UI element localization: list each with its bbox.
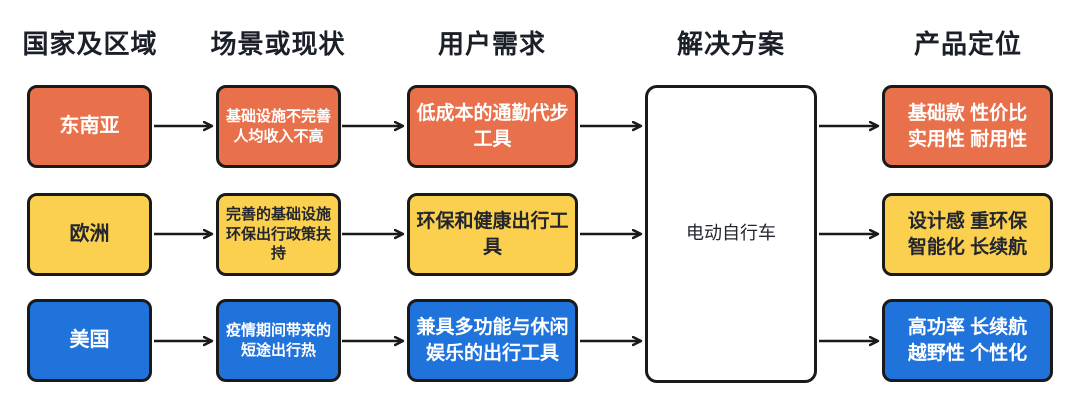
region-node-europe: 欧洲 [27,193,152,276]
need-node-usa: 兼具多功能与休闲 娱乐的出行工具 [407,299,578,382]
need-node-southeast-asia: 低成本的通勤代步 工具 [407,85,578,168]
column-header-region: 国家及区域 [22,29,158,59]
positioning-node-europe: 设计感 重环保 智能化 长续航 [882,193,1053,276]
need-node-europe: 环保和健康出行工 具 [407,193,578,276]
column-header-need: 用户需求 [437,29,547,59]
positioning-node-usa: 高功率 长续航 越野性 个性化 [882,299,1053,382]
column-header-solution: 解决方案 [676,29,786,59]
column-header-position: 产品定位 [913,29,1023,59]
scenario-node-usa: 疫情期间带来的 短途出行热 [216,299,341,382]
region-node-usa: 美国 [27,299,152,382]
scenario-node-europe: 完善的基础设施 环保出行政策扶 持 [216,193,341,276]
positioning-node-southeast-asia: 基础款 性价比 实用性 耐用性 [882,85,1053,168]
column-header-scenario: 场景或现状 [210,29,346,59]
region-node-southeast-asia: 东南亚 [27,85,152,168]
solution-node-ebike: 电动自行车 [645,85,817,383]
scenario-node-southeast-asia: 基础设施不完善 人均收入不高 [216,85,341,168]
